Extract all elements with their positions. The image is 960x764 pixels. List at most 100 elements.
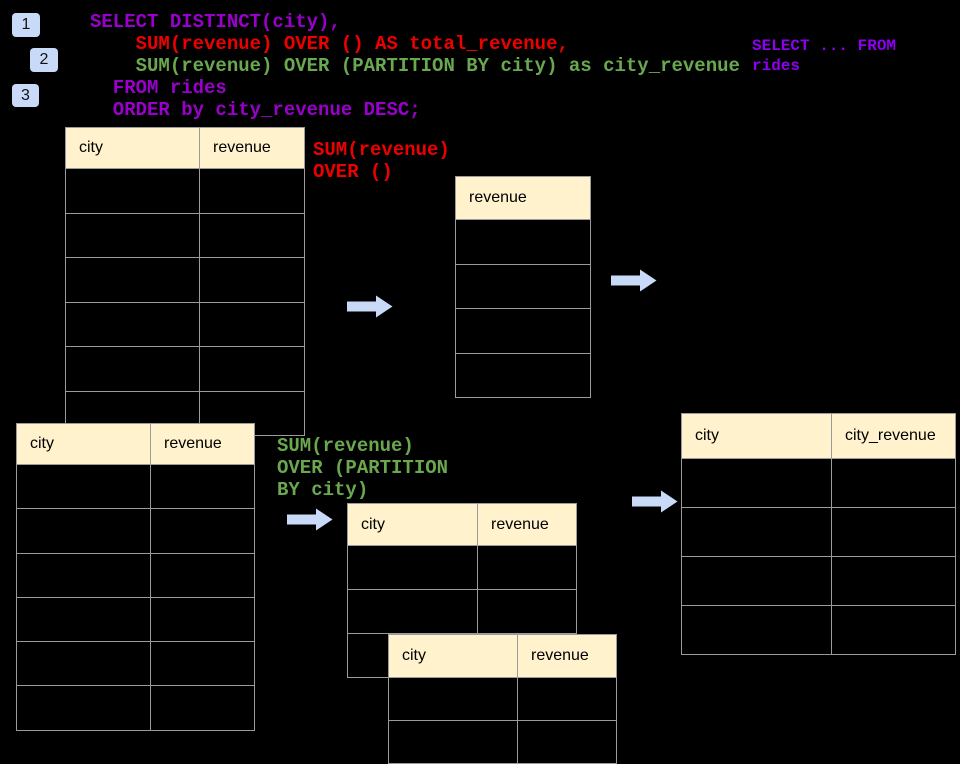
table-row xyxy=(65,257,305,303)
table-cell xyxy=(681,507,832,557)
table-row xyxy=(455,308,591,354)
table-cell xyxy=(150,463,255,510)
table-cell xyxy=(65,257,200,303)
sql-code-line: FROM rides xyxy=(90,77,227,99)
table-cell xyxy=(65,301,200,347)
table-cell xyxy=(831,458,956,508)
table-cell xyxy=(16,641,151,687)
table-row xyxy=(681,605,956,655)
sum-over-partition-label: SUM(revenue) OVER (PARTITION BY city) xyxy=(277,435,449,501)
table-cell xyxy=(831,605,956,655)
table-cell xyxy=(150,508,255,554)
table-cell xyxy=(199,212,305,258)
sum-over-total-label: SUM(revenue) OVER () xyxy=(313,139,450,183)
sql-code-line: SUM(revenue) OVER (PARTITION BY city) as… xyxy=(90,55,740,77)
table-cell xyxy=(455,219,591,265)
table-row xyxy=(16,641,255,687)
table-cell xyxy=(150,552,255,598)
table-cell xyxy=(16,463,151,510)
table-row xyxy=(16,552,255,598)
table-cell xyxy=(16,552,151,598)
table-row xyxy=(681,507,956,557)
table-row xyxy=(16,685,255,731)
table-row xyxy=(347,589,577,634)
table-cell xyxy=(455,352,591,398)
table-cell xyxy=(199,301,305,347)
table-cell xyxy=(199,257,305,303)
table-cell xyxy=(347,589,478,634)
table-cell xyxy=(477,545,577,590)
column-header-revenue: revenue xyxy=(517,634,617,678)
table-cell xyxy=(681,605,832,655)
table-header-row: revenue xyxy=(455,176,591,220)
step-badge-2: 2 xyxy=(30,48,58,72)
column-header-city: city xyxy=(347,503,478,546)
table-row xyxy=(388,677,617,721)
flow-arrow-total-icon xyxy=(347,295,393,318)
diagram-canvas: 1 2 3 SELECT DISTINCT(city), SUM(revenue… xyxy=(12,11,956,764)
table-row xyxy=(455,352,591,398)
table-cell xyxy=(455,263,591,309)
table-row xyxy=(65,212,305,258)
table-cell xyxy=(65,212,200,258)
select-from-rides-label: SELECT ... FROM rides xyxy=(752,37,897,75)
table-cell xyxy=(347,545,478,590)
table-row xyxy=(16,596,255,643)
flow-arrow-partition-icon xyxy=(287,508,333,531)
table-cell xyxy=(199,346,305,392)
table-cell xyxy=(388,677,518,721)
table-row xyxy=(347,545,577,590)
table-cell xyxy=(150,596,255,643)
table-cell xyxy=(517,720,617,764)
table-cell xyxy=(16,508,151,554)
column-header-revenue: revenue xyxy=(455,176,591,220)
table-row xyxy=(388,720,617,764)
table-cell xyxy=(681,458,832,508)
table-row xyxy=(16,463,255,510)
column-header-city: city xyxy=(16,423,151,465)
table-cell xyxy=(455,308,591,354)
flow-arrow-city-revenue-icon xyxy=(632,490,678,513)
table-cell xyxy=(150,641,255,687)
table-cell xyxy=(477,589,577,634)
table-row xyxy=(65,168,305,214)
table-row xyxy=(65,346,305,392)
table-cell xyxy=(150,685,255,731)
table-cell xyxy=(16,685,151,731)
table-cell xyxy=(831,556,956,606)
sql-code-line: ORDER by city_revenue DESC; xyxy=(90,99,421,121)
table-row xyxy=(16,508,255,554)
sql-code-line: SELECT DISTINCT(city), xyxy=(90,11,341,33)
flow-arrow-to-result-icon xyxy=(611,269,657,292)
sql-code-line: SUM(revenue) OVER () AS total_revenue, xyxy=(90,33,569,55)
column-header-city: city xyxy=(388,634,518,678)
table-total-revenue-result: revenue xyxy=(455,176,591,398)
table-row xyxy=(455,219,591,265)
column-header-city: city xyxy=(65,127,200,169)
table-cell xyxy=(517,677,617,721)
column-header-city_revenue: city_revenue xyxy=(831,413,956,459)
step-badge-3: 3 xyxy=(12,84,39,107)
column-header-revenue: revenue xyxy=(477,503,577,546)
table-cell xyxy=(831,507,956,557)
table-row xyxy=(681,556,956,606)
table-cell xyxy=(388,720,518,764)
slide-canvas: { "colors": { "background": "#000000", "… xyxy=(12,11,956,764)
table-row xyxy=(455,263,591,309)
table-row xyxy=(681,458,956,508)
column-header-revenue: revenue xyxy=(150,423,255,465)
column-header-city: city xyxy=(681,413,832,459)
table-cell xyxy=(681,556,832,606)
table-cell xyxy=(199,168,305,214)
table-cell xyxy=(16,596,151,643)
column-header-revenue: revenue xyxy=(199,127,305,169)
table-cell xyxy=(65,168,200,214)
